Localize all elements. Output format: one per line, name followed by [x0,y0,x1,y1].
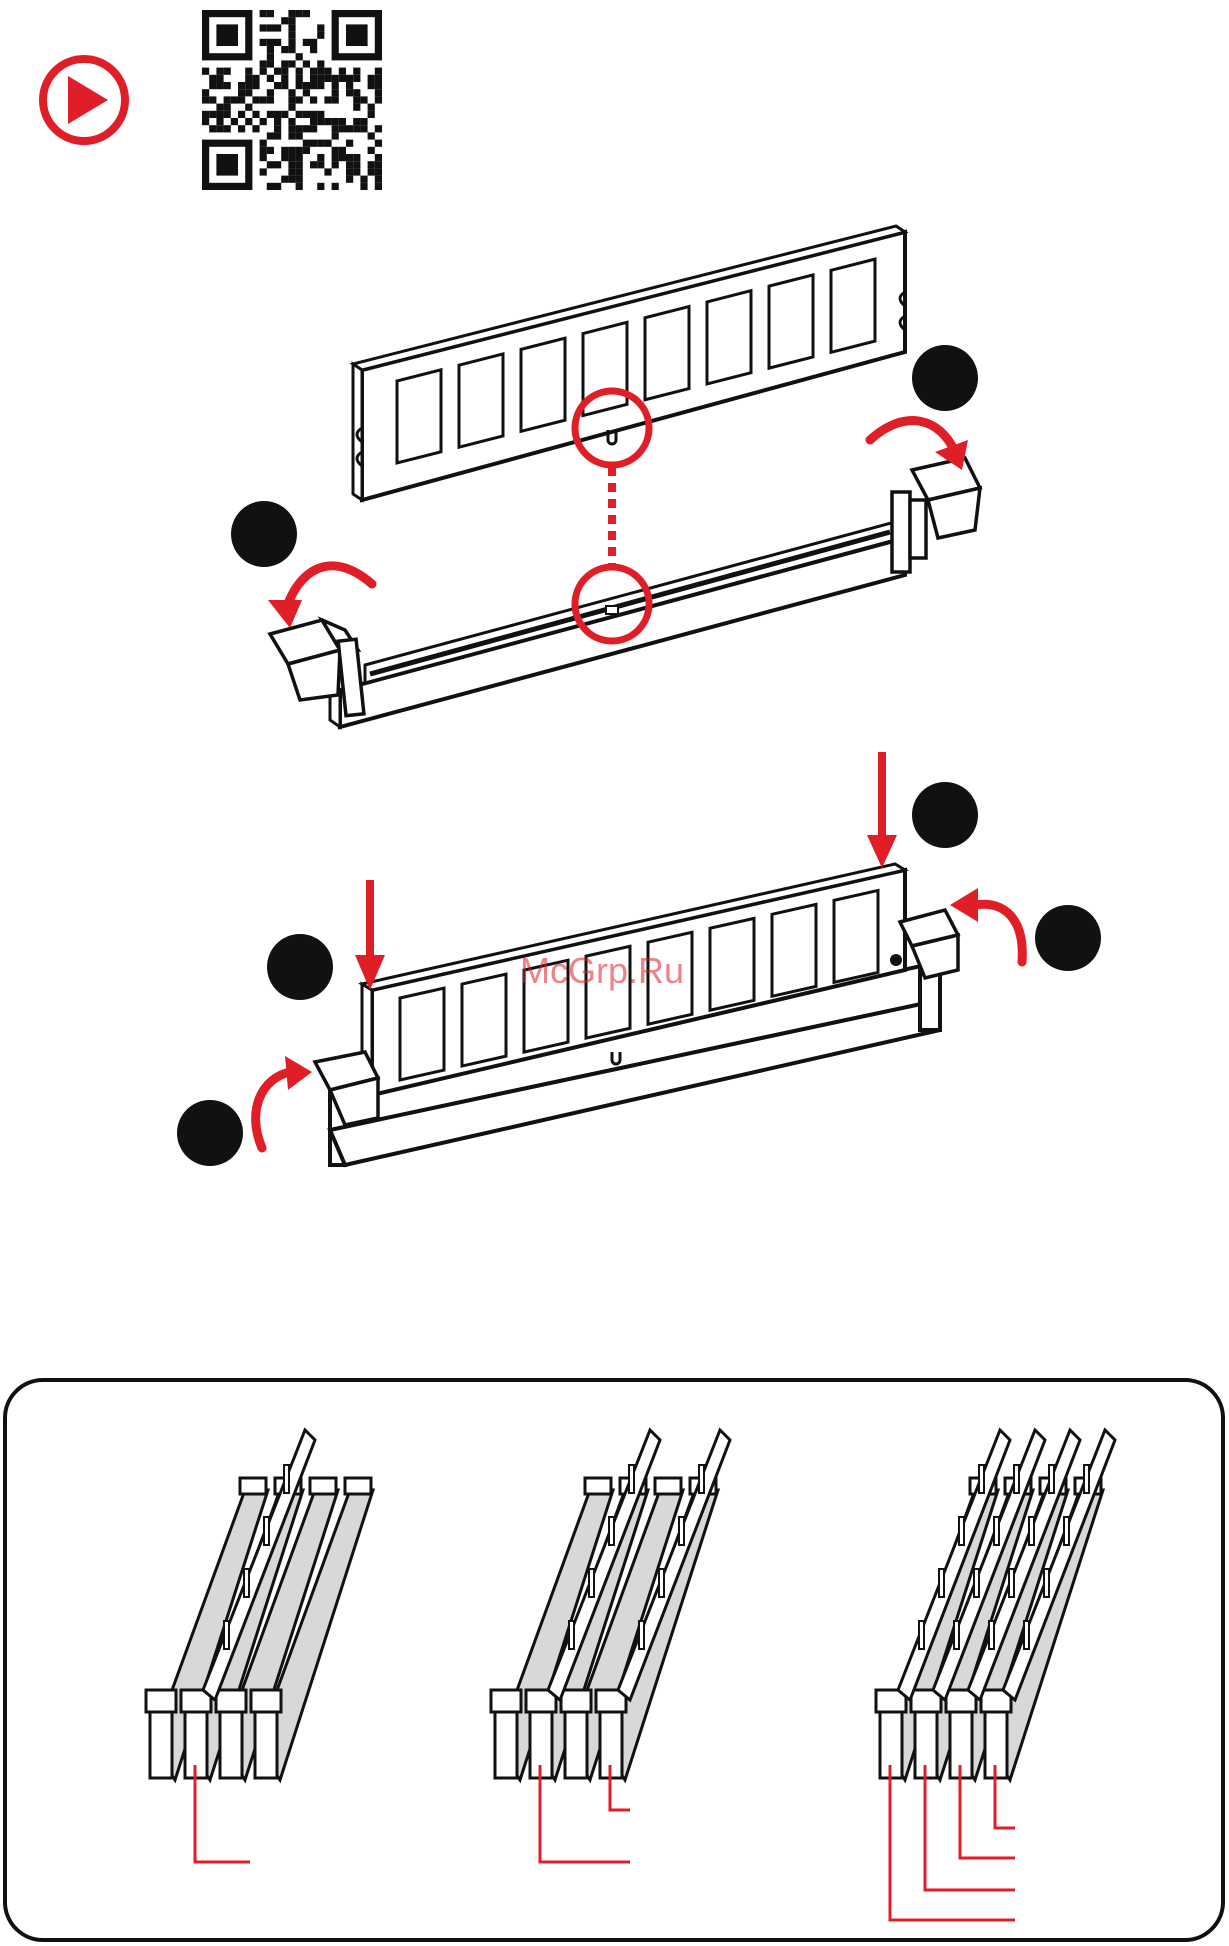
press-down-arrow-left [355,880,385,990]
step-marker [1035,905,1101,971]
memory-chip [831,259,875,352]
memory-chip [397,370,441,463]
memory-chip [772,904,816,996]
memory-chip [710,918,754,1010]
left-latch-closed[interactable] [315,1052,378,1125]
memory-chip [462,974,506,1066]
memory-chip [769,275,813,368]
press-down-arrow-right [867,752,897,868]
watermark: McGrp.Ru [520,950,684,992]
memory-chip [521,338,565,431]
dimm-slot-open [270,458,980,727]
step-marker [231,501,297,567]
step-open-latches [231,226,980,727]
qr-code-icon [202,10,382,190]
left-latch-open[interactable] [270,620,364,716]
memory-chip [645,307,689,400]
memory-chip [834,890,878,982]
step-marker [912,782,978,848]
memory-chip [459,354,503,447]
close-latch-arrow-right [950,888,1022,962]
open-latch-arrow-right [870,421,968,470]
play-icon[interactable] [43,59,125,141]
memory-chip [707,291,751,384]
close-latch-arrow-left [256,1056,312,1148]
step-marker [912,345,978,411]
step-marker [177,1100,243,1166]
step-marker [267,934,333,1000]
memory-chip [400,988,444,1080]
right-latch-open[interactable] [892,458,980,572]
